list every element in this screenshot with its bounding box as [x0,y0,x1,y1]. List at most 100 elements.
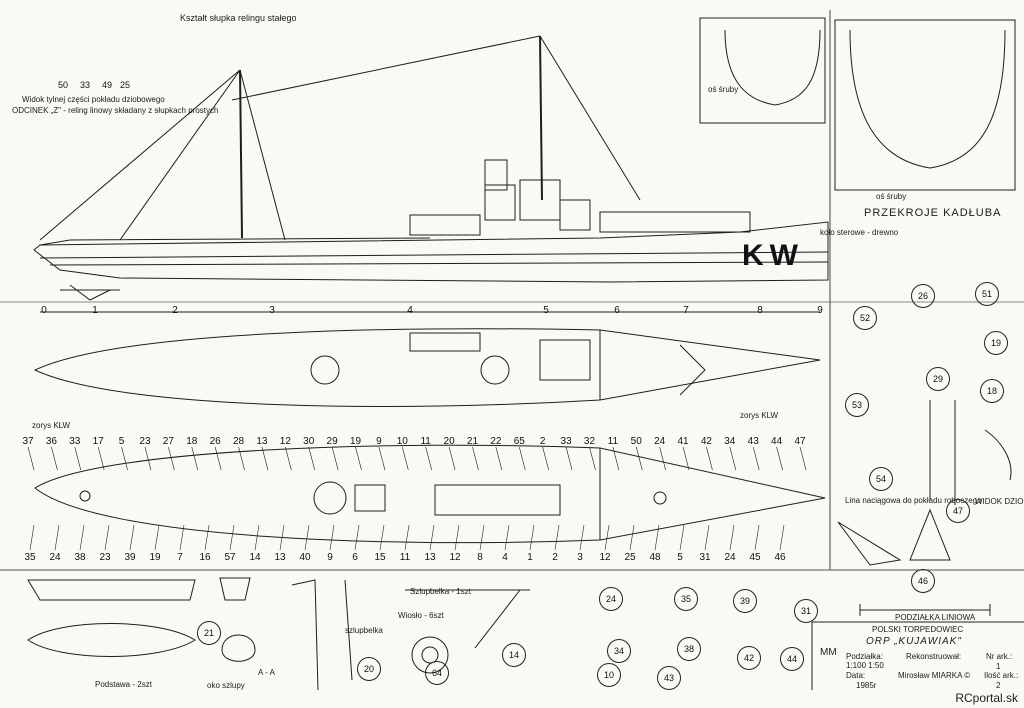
callout-label: 29 [326,436,338,447]
date: 1985r [856,681,877,690]
callout-label: 50 [630,436,642,447]
fitting-number: 14 [502,643,526,667]
leader-line [285,446,292,471]
hull-sections-title: PRZEKROJE KADŁUBA [864,207,1002,219]
leader-line [214,446,222,471]
leader-line [612,446,620,471]
leader-line [504,524,510,551]
callout-label: 26 [209,436,221,447]
leader-line [779,524,785,551]
leader-line [204,524,210,551]
leader-line [565,446,573,471]
title-block: POLSKI TORPEDOWIEC ORP „KUJAWIAK" Podzia… [846,626,1022,690]
fitting-number: 20 [357,657,381,681]
fitting-number: 24 [599,587,623,611]
leader-line [168,446,175,471]
leader-line [378,446,386,471]
callout-label: 9 [327,552,333,563]
leader-line [542,446,549,471]
frame-number: 1 [92,305,98,316]
callout-label: 23 [139,436,151,447]
callout-label: 11 [420,436,431,447]
section-z-caption: ODCINEK „Z" - reling linowy składany z s… [12,106,219,115]
callout-label: 13 [424,552,436,563]
leader-line [682,446,690,471]
leader-line [104,524,110,551]
leader-line [635,446,643,471]
callout-label: 40 [299,552,311,563]
callout-label: 6 [352,552,358,563]
scale-label: Podziałka: [846,652,883,661]
callout-label: 5 [677,552,683,563]
leader-line [379,524,385,551]
frame-number: 8 [757,305,763,316]
fitting-number: 21 [197,621,221,645]
leader-line [629,524,635,551]
callout-label: 19 [149,552,161,563]
leader-line [238,446,245,471]
frame-number: 0 [41,305,47,316]
leader-line [704,524,710,551]
callout-label: 57 [224,552,236,563]
callout-label: 12 [279,436,291,447]
fitting-number: 35 [674,587,698,611]
leader-line [191,446,199,471]
callout-label: 16 [199,552,211,563]
callout-label: 37 [22,436,34,447]
frame-number: 5 [543,305,549,316]
fitting-number: 39 [733,589,757,613]
fitting-number: 51 [975,282,999,306]
leader-line [402,446,409,471]
callout-label: 45 [749,552,761,563]
title-line2: ORP „KUJAWIAK" [866,636,962,647]
fitting-number: 47 [946,499,970,523]
sheet-no: 1 [996,662,1001,671]
leader-line [121,446,128,471]
leader-line [144,446,152,471]
fitting-number: 29 [926,367,950,391]
callout-label: 41 [677,436,689,447]
leader-line [448,446,456,471]
section-aa: A - A [258,668,275,677]
scale-value: 1:100 1:50 [846,661,884,670]
leader-line [729,446,737,471]
callout-label: 30 [303,436,315,447]
callout-label: 44 [771,436,783,447]
leader-line [261,446,269,471]
leader-line [495,446,503,471]
callout-label: 5 [118,436,125,447]
callout-label: 1 [527,552,533,563]
callout-label: 18 [186,436,198,447]
leader-line [752,446,760,471]
fitting-number: 42 [737,646,761,670]
leader-line [404,524,410,551]
boat-side [27,579,196,601]
callout-label: 13 [256,436,268,447]
leader-line [279,524,285,551]
leader-line [355,446,362,471]
sheet-no-label: Nr ark.: [986,652,1013,661]
leader-line [554,524,560,551]
callout-label: 34 [724,436,736,447]
leader-line [518,446,526,471]
leader-line [706,446,713,471]
leader-line [799,446,807,471]
fitting-number: 46 [911,569,935,593]
callout-label: 20 [443,436,455,447]
plating-plan [34,444,826,544]
callout-label: 43 [747,436,759,447]
hull-marking: KW [742,239,804,272]
callout-label: 12 [599,552,611,563]
sheet-count-label: Ilość ark.: [984,671,1019,680]
bow-view-caption: WIDOK DZIOBU [975,497,1024,506]
callout-label: 7 [177,552,183,563]
author-label: Rekonstruował: [906,652,962,661]
fitting-number: 10 [597,663,621,687]
callout-label: 24 [49,552,61,563]
watermark: RCportal.sk [955,691,1018,705]
leader-line [54,524,60,551]
deck-plan [33,328,821,407]
callout-label: 25 [624,552,636,563]
wheel-caption: koło sterowe - drewno [820,228,899,237]
fitting-number: 38 [677,637,701,661]
